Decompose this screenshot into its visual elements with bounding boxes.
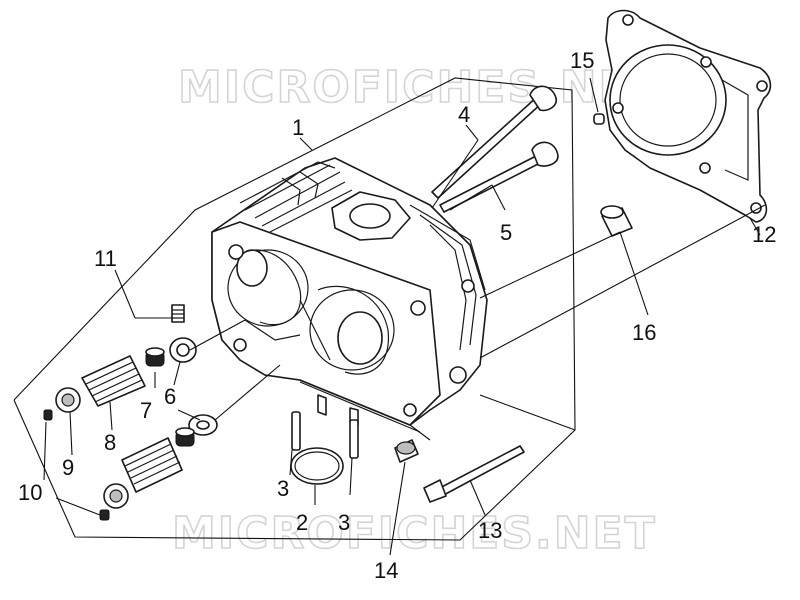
head-gasket xyxy=(604,9,772,223)
valve-seal-7a xyxy=(145,347,165,367)
dowel-pin-15 xyxy=(593,113,605,125)
callout-5: 5 xyxy=(500,220,512,245)
callout-3a: 3 xyxy=(277,476,289,501)
group-outline-1 xyxy=(13,77,576,541)
callout-13: 13 xyxy=(478,518,502,543)
callout-7: 7 xyxy=(140,398,152,423)
callout-4: 4 xyxy=(458,102,470,127)
callout-16: 16 xyxy=(632,320,656,345)
callout-1: 1 xyxy=(292,115,304,140)
valve-seal-7b xyxy=(175,427,195,447)
dowel-bushing-16 xyxy=(600,205,633,237)
valve-spring-8a xyxy=(81,355,146,407)
o-ring-2 xyxy=(290,447,344,485)
valve-cotter-10a xyxy=(43,409,53,421)
callout-14: 14 xyxy=(374,558,398,583)
callout-3b: 3 xyxy=(338,510,350,535)
intake-valve xyxy=(431,85,558,199)
callout-2: 2 xyxy=(296,510,308,535)
leader-lines xyxy=(43,77,766,556)
callout-8: 8 xyxy=(104,430,116,455)
stud-11 xyxy=(171,304,185,323)
watermark-bottom: MICROFICHES.NET xyxy=(172,508,657,559)
spring-retainer-9a xyxy=(55,387,81,413)
callout-15: 15 xyxy=(570,48,594,73)
bolt-13 xyxy=(423,445,525,503)
plug-14 xyxy=(394,439,419,463)
valve-washer-6 xyxy=(169,337,197,363)
callout-labels: 1 2 3 3 4 5 6 7 8 9 10 11 12 13 14 15 16 xyxy=(18,48,776,583)
callout-11: 11 xyxy=(94,246,117,271)
valve-spring-8b xyxy=(121,437,183,493)
watermark-top: MICROFICHES.NET xyxy=(178,62,663,113)
callout-6: 6 xyxy=(164,384,176,409)
valve-cotter-10b xyxy=(99,509,110,521)
stud-3b xyxy=(349,419,359,459)
callout-10: 10 xyxy=(18,480,42,505)
spring-retainer-9b xyxy=(103,483,129,509)
cylinder-head xyxy=(211,157,488,433)
stud-3a xyxy=(291,411,301,451)
valve-washer-6b xyxy=(188,414,218,436)
exhaust-valve xyxy=(439,141,559,213)
callout-9: 9 xyxy=(62,455,74,480)
callout-12: 12 xyxy=(752,222,776,247)
